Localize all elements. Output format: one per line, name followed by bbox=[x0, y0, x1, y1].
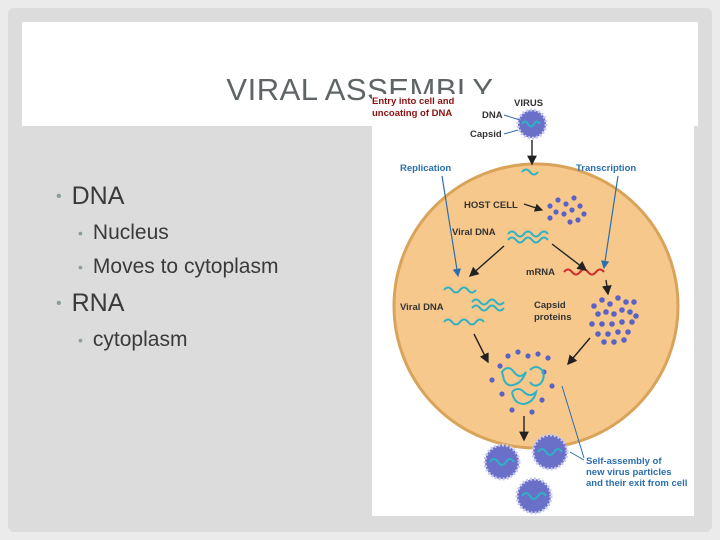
bullet-rna: • RNA bbox=[56, 289, 356, 318]
host-cell-arrow bbox=[523, 203, 544, 212]
transcription-label: Transcription bbox=[576, 163, 636, 174]
viral-dna-top-label: Viral DNA bbox=[452, 227, 496, 238]
uncoated-dna bbox=[521, 168, 539, 176]
replication-arrow bbox=[468, 245, 505, 277]
capsid-label: Capsid bbox=[470, 129, 502, 140]
capsid-proteins-label-2: proteins bbox=[534, 312, 571, 323]
virus-label: VIRUS bbox=[514, 98, 543, 109]
mrna-label: mRNA bbox=[526, 267, 555, 278]
viral-dna-left-label: Viral DNA bbox=[400, 302, 444, 313]
capsid-leader-line bbox=[503, 129, 519, 135]
translation-arrow bbox=[601, 279, 612, 296]
assembly-zone bbox=[489, 349, 555, 415]
dna-label: DNA bbox=[482, 110, 503, 121]
sub-bullet-cytoplasm: • cytoplasm bbox=[78, 328, 356, 352]
self-assembly-label-3: and their exit from cell bbox=[586, 478, 687, 489]
proteins-to-assembly-arrow bbox=[567, 337, 591, 366]
bullet-dot-icon: • bbox=[78, 259, 83, 275]
entering-virus-icon bbox=[516, 108, 548, 140]
viral-dna-strand-top bbox=[507, 230, 549, 238]
capsid-protein-cluster-right bbox=[589, 295, 639, 345]
self-assembly-leader-1 bbox=[561, 385, 585, 459]
viral-dna-strand-left-2 bbox=[443, 318, 485, 326]
bullet-dot-icon: • bbox=[78, 332, 83, 348]
self-assembly-label-2: new virus particles bbox=[586, 467, 672, 478]
sub-bullet-nucleus: • Nucleus bbox=[78, 221, 356, 245]
dna-to-assembly-arrow bbox=[473, 333, 489, 364]
bullet-dna: • DNA bbox=[56, 182, 356, 211]
transcription-arrow bbox=[551, 243, 588, 271]
sub-bullet-text: cytoplasm bbox=[92, 328, 188, 351]
bullet-dot-icon: • bbox=[78, 225, 83, 241]
capsid-protein-cluster-top bbox=[547, 195, 587, 225]
replication-pointer bbox=[441, 175, 462, 278]
viral-dna-strand-left-1 bbox=[443, 286, 477, 294]
entry-label-1: Entry into cell and bbox=[372, 96, 455, 107]
exiting-virus-3-icon bbox=[515, 477, 553, 515]
self-assembly-label-1: Self-assembly of bbox=[586, 456, 662, 467]
bullet-text: DNA bbox=[71, 182, 125, 210]
entry-label-2: uncoating of DNA bbox=[372, 108, 452, 119]
bullet-dot-icon: • bbox=[56, 187, 62, 205]
replication-label: Replication bbox=[400, 163, 451, 174]
bullet-list: • DNA • Nucleus • Moves to cytoplasm • RNA •… bbox=[56, 182, 356, 362]
exiting-virus-2-icon bbox=[531, 433, 569, 471]
host-cell-label: HOST CELL bbox=[464, 200, 518, 211]
sub-bullet-text: Nucleus bbox=[92, 221, 169, 244]
self-assembly-leader-2 bbox=[569, 451, 585, 461]
viral-replication-diagram: Entry into cell and uncoating of DNA VIR… bbox=[372, 94, 694, 516]
viral-dna-strand-left-4 bbox=[471, 304, 505, 312]
sub-bullet-moves: • Moves to cytoplasm bbox=[78, 255, 356, 279]
transcription-pointer bbox=[600, 175, 619, 270]
sub-bullet-text: Moves to cytoplasm bbox=[92, 255, 279, 278]
exiting-virus-1-icon bbox=[483, 443, 521, 481]
bullet-text: RNA bbox=[71, 289, 125, 317]
capsid-proteins-label-1: Capsid bbox=[534, 300, 566, 311]
viral-dna-strand-left-3 bbox=[471, 298, 505, 306]
diagram-svg: Entry into cell and uncoating of DNA VIR… bbox=[372, 96, 687, 515]
bullet-dot-icon: • bbox=[56, 294, 62, 312]
viral-dna-strand-top-2 bbox=[507, 236, 549, 244]
dna-leader-line bbox=[503, 114, 521, 121]
